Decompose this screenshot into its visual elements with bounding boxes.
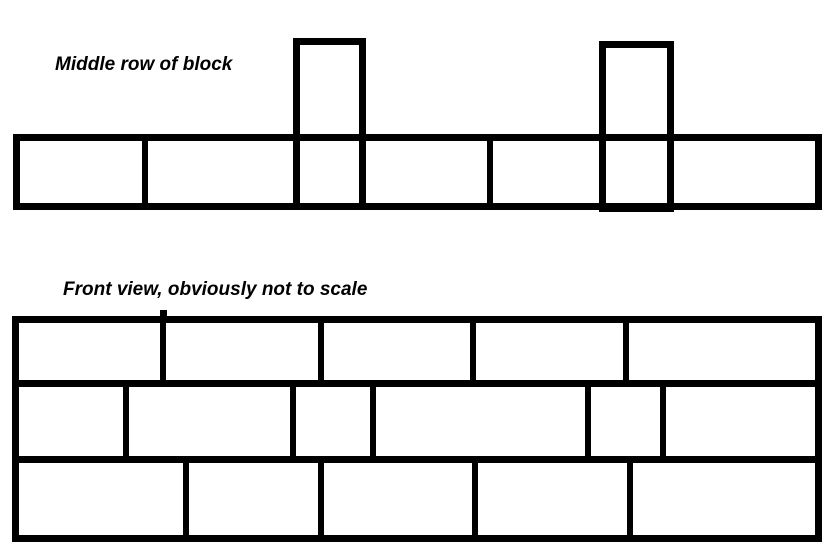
brick-divider [660,380,666,463]
block-divider [142,134,148,210]
brick-divider [123,380,129,463]
brick-divider [318,456,324,542]
divider-nub [160,310,167,319]
block-divider [487,134,493,210]
brick-divider [585,380,591,463]
brick-divider [160,316,166,387]
brick-divider [470,316,476,387]
brick-divider [290,380,296,463]
front-view-label: Front view, obviously not to scale [63,279,368,300]
brick-divider [370,380,376,463]
brick-divider [627,456,633,542]
middle-row-label: Middle row of block [55,54,233,75]
brick-divider [318,316,324,387]
row-separator [12,380,822,387]
brick-divider [472,456,478,542]
brick-divider [623,316,629,387]
tower-block-outline [599,41,674,212]
tower-block-outline [293,38,366,210]
block-row-outline [13,134,822,210]
wall-outline [12,316,822,542]
brick-divider [183,456,189,542]
row-separator [12,456,822,463]
